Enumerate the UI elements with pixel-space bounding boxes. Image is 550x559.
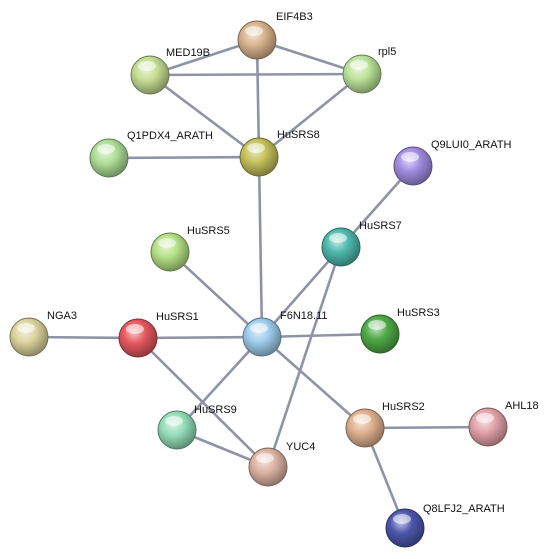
edge-f6n18-11-husrs2 xyxy=(260,335,367,430)
node-label-q1pdx4-arath: Q1PDX4_ARATH xyxy=(127,130,213,142)
node-husrs5[interactable] xyxy=(150,232,190,272)
node-rpl5[interactable] xyxy=(342,54,382,94)
node-label-q8lfj2-arath: Q8LFJ2_ARATH xyxy=(423,503,505,515)
node-label-yuc4: YUC4 xyxy=(286,441,315,453)
node-highlight-med19b xyxy=(138,61,156,71)
node-husrs9[interactable] xyxy=(157,410,197,450)
edge-f6n18-11-husrs3 xyxy=(260,332,382,339)
edge-eif4b3-husrs8 xyxy=(255,38,261,159)
node-highlight-husrs2 xyxy=(353,414,371,424)
node-f6n18-11[interactable] xyxy=(242,317,282,357)
edge-husrs1-f6n18-11 xyxy=(136,335,264,340)
node-label-husrs9: HuSRS9 xyxy=(194,404,237,416)
edge-layer xyxy=(27,38,490,530)
node-highlight-eif4b3 xyxy=(245,26,263,36)
edge-q1pdx4-arath-husrs8 xyxy=(107,155,261,160)
node-label-rpl5: rpl5 xyxy=(378,46,396,58)
node-label-husrs5: HuSRS5 xyxy=(187,225,230,237)
node-label-eif4b3: EIF4B3 xyxy=(276,11,313,23)
node-yuc4[interactable] xyxy=(248,447,288,487)
node-highlight-q1pdx4-arath xyxy=(97,144,115,154)
node-husrs7[interactable] xyxy=(321,227,361,267)
node-husrs8[interactable] xyxy=(239,137,279,177)
edge-med19b-rpl5 xyxy=(148,72,364,77)
node-label-med19b: MED19B xyxy=(166,47,210,59)
node-highlight-husrs8 xyxy=(247,143,265,153)
edge-f6n18-11-husrs9 xyxy=(175,335,264,432)
node-highlight-f6n18-11 xyxy=(250,323,268,333)
node-label-ahl18: AHL18 xyxy=(505,400,539,412)
node-label-husrs2: HuSRS2 xyxy=(382,401,425,413)
node-highlight-q8lfj2-arath xyxy=(393,514,411,524)
node-eif4b3[interactable] xyxy=(237,20,277,60)
node-highlight-husrs1 xyxy=(126,324,144,334)
node-highlight-yuc4 xyxy=(256,453,274,463)
edge-husrs2-ahl18 xyxy=(363,425,490,430)
node-q9lui0-arath[interactable] xyxy=(393,146,433,186)
node-layer xyxy=(9,20,508,548)
node-label-husrs8: HuSRS8 xyxy=(277,129,320,141)
node-husrs2[interactable] xyxy=(345,408,385,448)
node-q1pdx4-arath[interactable] xyxy=(89,138,129,178)
node-label-husrs3: HuSRS3 xyxy=(397,307,440,319)
node-highlight-husrs3 xyxy=(368,320,386,330)
node-highlight-q9lui0-arath xyxy=(401,152,419,162)
node-label-q9lui0-arath: Q9LUI0_ARATH xyxy=(431,139,512,151)
node-husrs1[interactable] xyxy=(118,318,158,358)
edge-med19b-husrs8 xyxy=(148,73,261,159)
node-highlight-husrs7 xyxy=(329,233,347,243)
node-nga3[interactable] xyxy=(9,317,49,357)
node-highlight-ahl18 xyxy=(476,413,494,423)
node-label-husrs7: HuSRS7 xyxy=(359,220,402,232)
edge-husrs8-f6n18-11 xyxy=(257,155,264,339)
node-label-husrs1: HuSRS1 xyxy=(156,311,199,323)
node-label-f6n18-11: F6N18.11 xyxy=(280,310,328,322)
node-highlight-husrs5 xyxy=(158,238,176,248)
node-label-nga3: NGA3 xyxy=(47,310,77,322)
edge-husrs7-yuc4 xyxy=(266,245,343,469)
edge-husrs5-f6n18-11 xyxy=(168,250,264,339)
node-highlight-husrs9 xyxy=(165,416,183,426)
node-highlight-rpl5 xyxy=(350,60,368,70)
node-med19b[interactable] xyxy=(130,55,170,95)
node-q8lfj2-arath[interactable] xyxy=(385,508,425,548)
edge-husrs7-f6n18-11 xyxy=(260,245,343,339)
edge-rpl5-husrs8 xyxy=(257,72,364,159)
node-husrs3[interactable] xyxy=(360,314,400,354)
node-ahl18[interactable] xyxy=(468,407,508,447)
node-highlight-nga3 xyxy=(17,323,35,333)
